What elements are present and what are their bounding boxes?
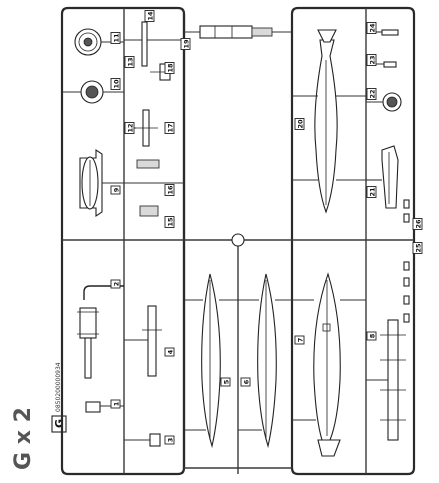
part-label-8: 8 [366,331,377,341]
part-label-3: 3 [164,435,175,445]
part-7-tank [292,272,366,457]
part-label-text: 15 [166,217,174,227]
sprue-letter-text: G [53,419,66,428]
part-label-text: 13 [126,57,134,66]
part-4-rod [124,305,162,377]
part-label-4: 4 [164,347,175,357]
part-23-24-small [366,29,399,68]
part-label-15: 15 [164,216,175,228]
part-label-18: 18 [164,62,175,74]
part-label-text: 26 [414,219,422,229]
part-label-text: 11 [112,33,120,43]
part-label-text: 4 [166,349,174,354]
part-label-text: 5 [222,379,230,384]
part-label-25: 25 [412,242,423,254]
part-label-text: 24 [368,23,376,33]
part-label-text: 17 [166,123,174,132]
part-3-small [124,433,161,447]
part-label-23: 23 [366,54,377,66]
part-21-shape [366,145,399,209]
part-label-6: 6 [240,377,251,387]
part-2-bracket [77,285,124,379]
part-label-text: 14 [146,11,154,21]
sprue-frame [60,6,416,476]
part-label-text: 12 [126,123,134,132]
part-label-24: 24 [366,22,377,34]
part-label-text: 16 [166,185,174,195]
part-label-text: 7 [296,338,304,343]
part-12-17-assemblies [124,109,184,217]
part-label-14: 14 [144,10,155,22]
part-label-22: 22 [366,88,377,100]
part-label-19: 19 [180,38,191,50]
part-19-rod [184,25,292,39]
part-25-pins [403,261,410,323]
part-label-text: 10 [112,79,120,89]
part-label-10: 10 [110,78,121,90]
part-label-20: 20 [294,118,305,130]
sprue-quantity-text: G x 2 [11,407,36,470]
part-label-26: 26 [412,218,423,230]
part-13-14-rods [124,21,184,81]
part-label-7: 7 [294,335,305,345]
part-10-disc [62,80,124,104]
part-22-disc [366,92,402,112]
sprue-code: 0850200000934 [55,362,62,412]
sprue-code-text: 0850200000934 [55,362,62,412]
part-label-2: 2 [110,279,121,289]
part-label-text: 1 [112,401,120,406]
part-label-text: 18 [166,63,174,73]
part-26-pins [403,199,410,223]
part-label-text: 25 [414,243,422,253]
part-label-text: 19 [182,39,190,49]
part-label-1: 1 [110,399,121,409]
part-5-tank [184,273,238,449]
part-label-11: 11 [110,32,121,44]
part-label-13: 13 [124,56,135,68]
part-label-21: 21 [366,186,377,198]
part-label-text: 2 [112,282,120,287]
part-9-shape [79,148,124,218]
part-label-text: 6 [242,379,250,384]
part-label-text: 22 [368,89,376,98]
part-label-9: 9 [110,185,121,195]
part-6-tank [238,273,292,449]
sprue-quantity: G x 2 [11,407,36,470]
part-label-text: 3 [166,438,174,443]
part-label-text: 23 [368,55,376,64]
part-label-17: 17 [164,122,175,134]
part-label-text: 9 [112,187,120,192]
part-label-text: 21 [368,187,376,197]
part-label-16: 16 [164,184,175,196]
part-20-tank [292,29,366,214]
part-label-text: 20 [296,119,304,129]
part-label-text: 8 [368,333,376,338]
part-label-12: 12 [124,122,135,134]
part-8-assembly [366,319,406,441]
part-label-5: 5 [220,377,231,387]
sprue-letter-box: G [51,415,67,433]
